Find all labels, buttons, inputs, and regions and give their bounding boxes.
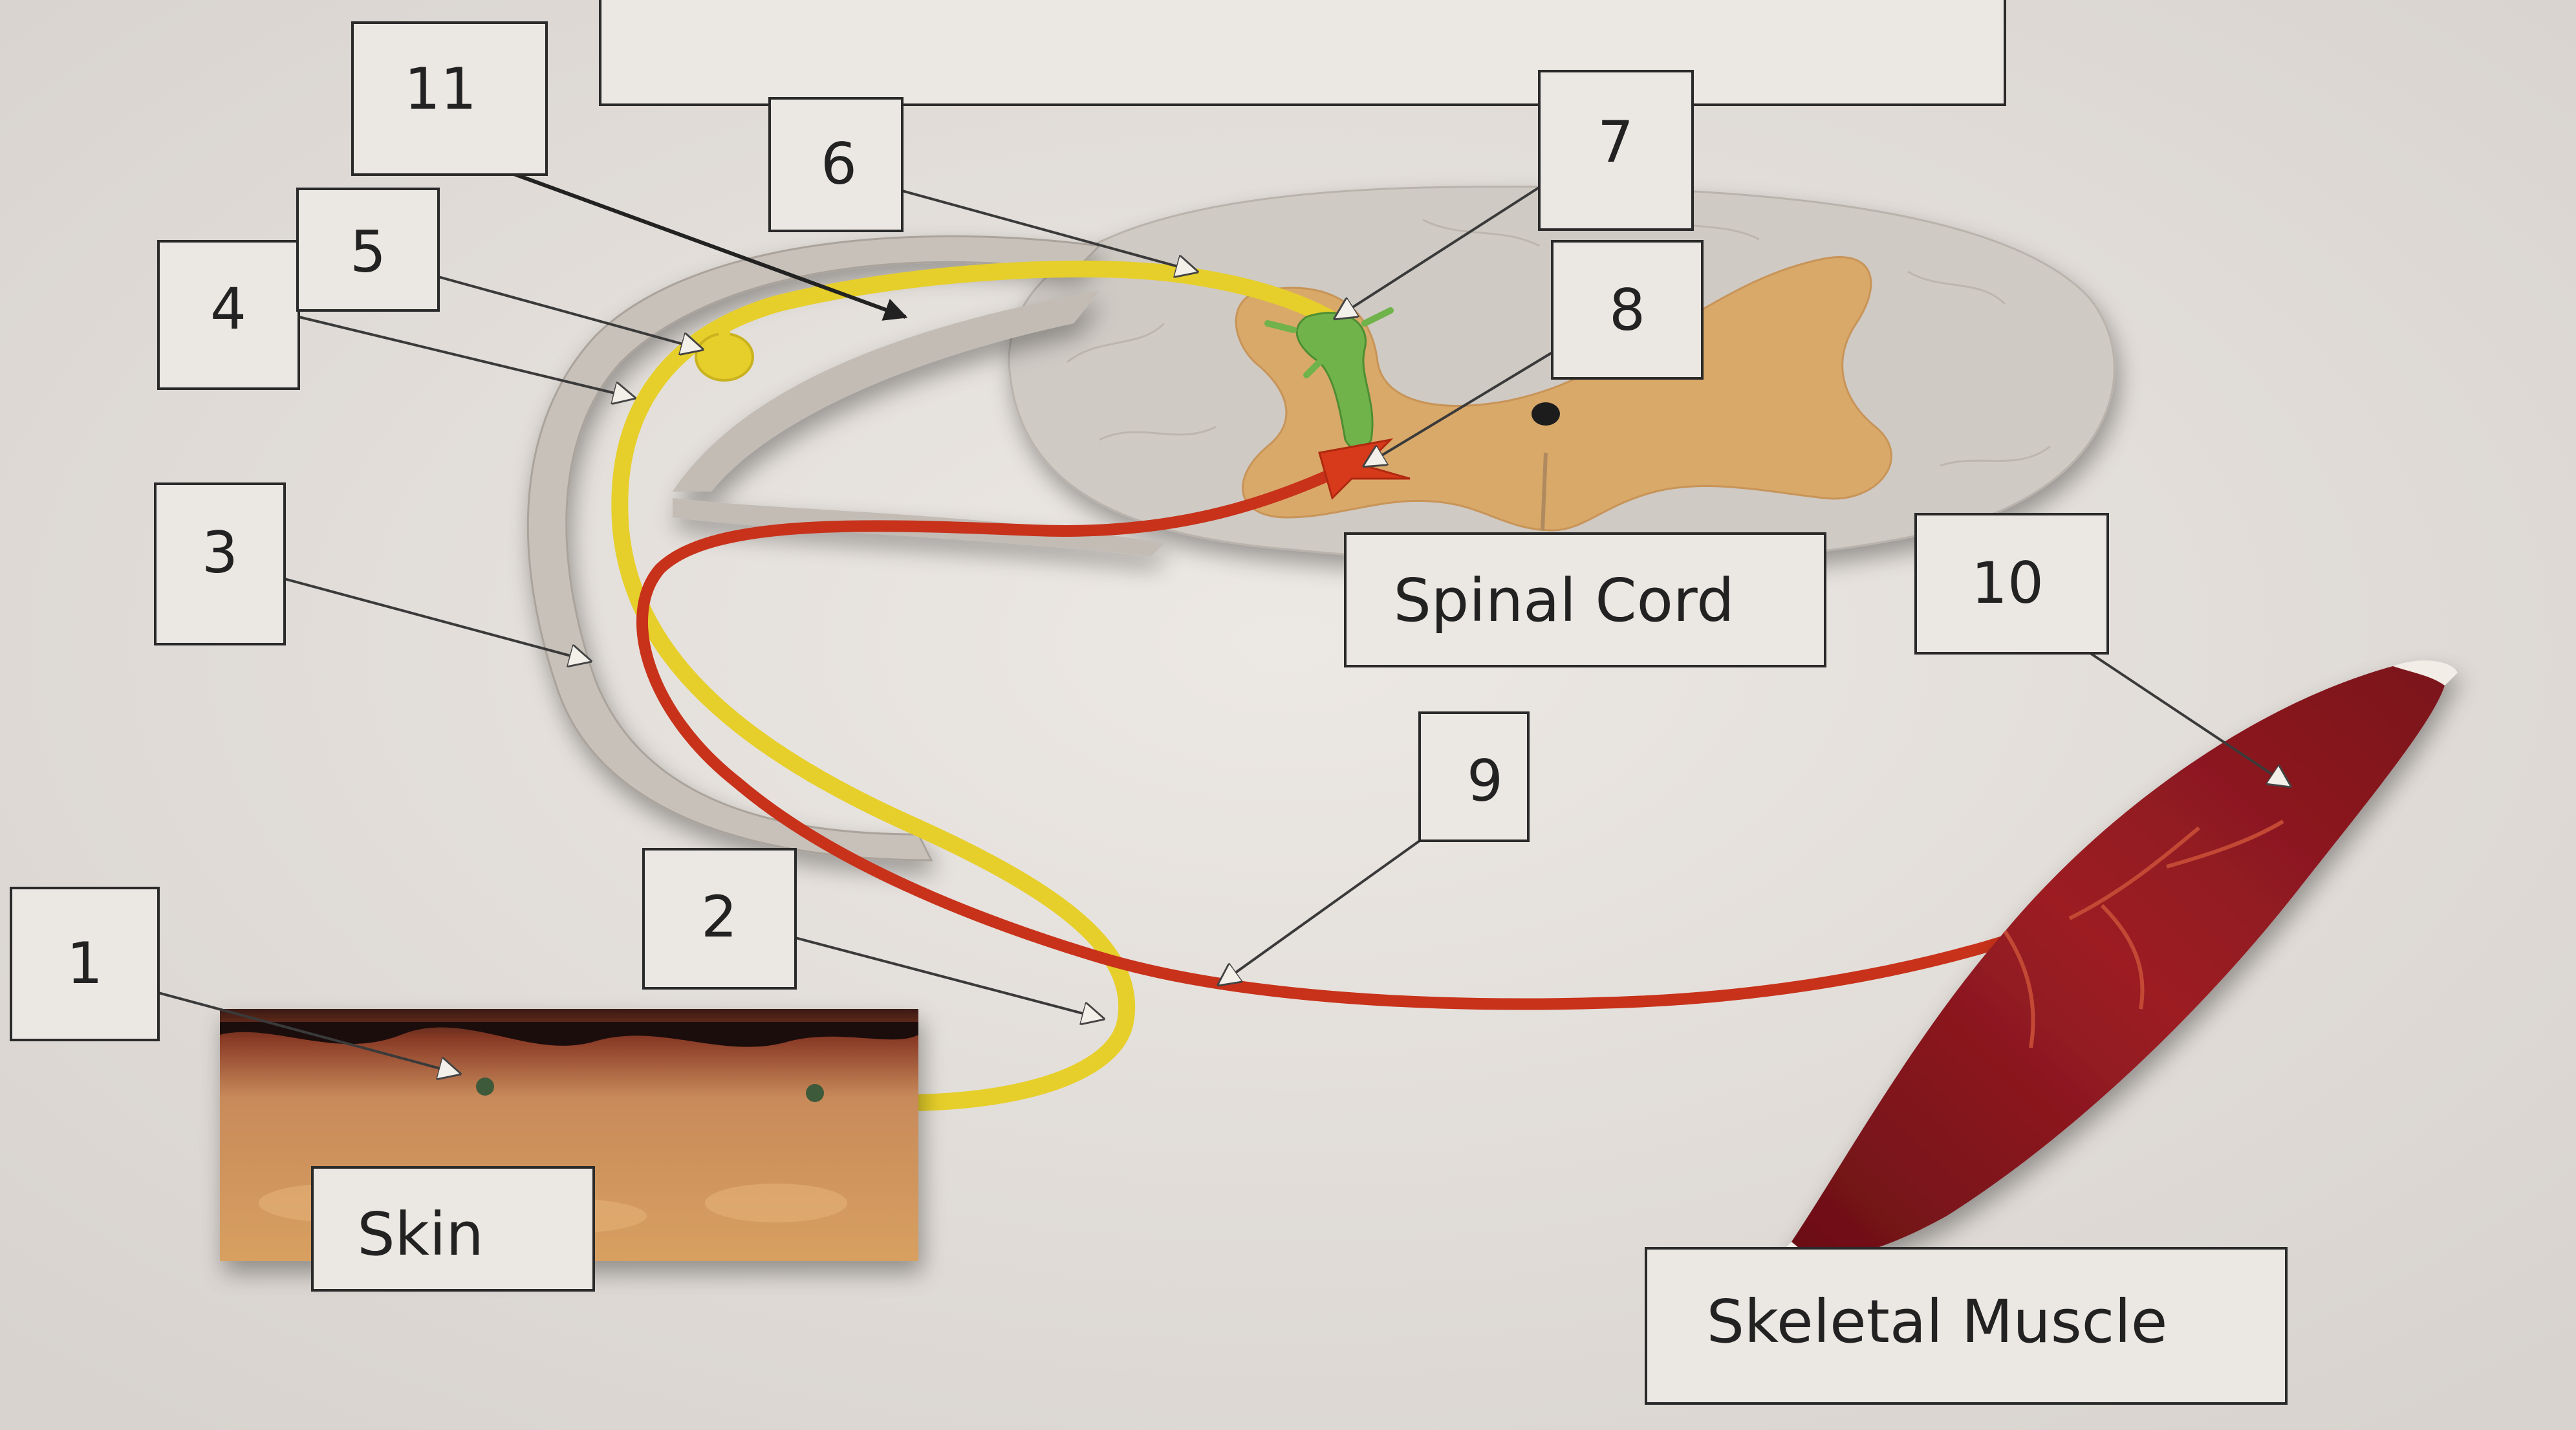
label-box-2: 2 [642, 848, 797, 990]
label-box-6: 6 [768, 97, 904, 232]
label-box-11: 11 [351, 21, 548, 176]
label-box-spinal-cord: Spinal Cord [1344, 532, 1826, 667]
label-6-text: 6 [821, 131, 857, 197]
leader-6 [902, 190, 1196, 272]
label-10-text: 10 [1971, 550, 2044, 616]
label-9-text: 9 [1467, 748, 1503, 814]
central-canal [1532, 402, 1560, 426]
motor-axon [636, 453, 2075, 1010]
leader-8 [1365, 351, 1553, 466]
label-box-8: 8 [1551, 240, 1704, 380]
leader-4 [298, 316, 634, 398]
label-box-7: 7 [1538, 70, 1694, 231]
label-box-3: 3 [154, 482, 286, 645]
label-box-9: 9 [1418, 711, 1530, 842]
label-box-skeletal-muscle: Skeletal Muscle [1645, 1247, 2288, 1405]
skin-label: Skin [357, 1200, 484, 1269]
label-11-text: 11 [404, 56, 477, 122]
leader-5 [438, 276, 702, 349]
label-2-text: 2 [701, 883, 737, 950]
leader-11 [497, 166, 908, 321]
label-box-5: 5 [296, 188, 440, 312]
label-5-text: 5 [350, 219, 386, 285]
label-box-4: 4 [157, 240, 300, 390]
interneuron [1264, 307, 1394, 451]
label-4-text: 4 [210, 276, 246, 342]
leader-lines [158, 166, 2289, 1074]
label-8-text: 8 [1609, 277, 1645, 343]
leader-9 [1219, 840, 1421, 984]
label-box-10: 10 [1914, 513, 2109, 655]
leader-2 [795, 937, 1103, 1019]
spinal-cord-label: Spinal Cord [1394, 566, 1735, 635]
sensory-axon [611, 260, 1347, 1111]
skeletal-muscle-label: Skeletal Muscle [1707, 1287, 2168, 1356]
skeletal-muscle [1772, 660, 2458, 1261]
leader-7 [1336, 180, 1550, 318]
leader-1 [158, 991, 459, 1074]
label-box-skin: Skin [311, 1166, 595, 1292]
leader-10 [2089, 652, 2289, 786]
label-3-text: 3 [202, 519, 238, 586]
motor-neuron [636, 438, 2075, 1010]
leader-3 [284, 578, 590, 661]
top-label-box [599, 0, 2006, 106]
label-7-text: 7 [1597, 109, 1634, 175]
label-1-text: 1 [67, 930, 103, 997]
label-box-1: 1 [10, 887, 160, 1041]
